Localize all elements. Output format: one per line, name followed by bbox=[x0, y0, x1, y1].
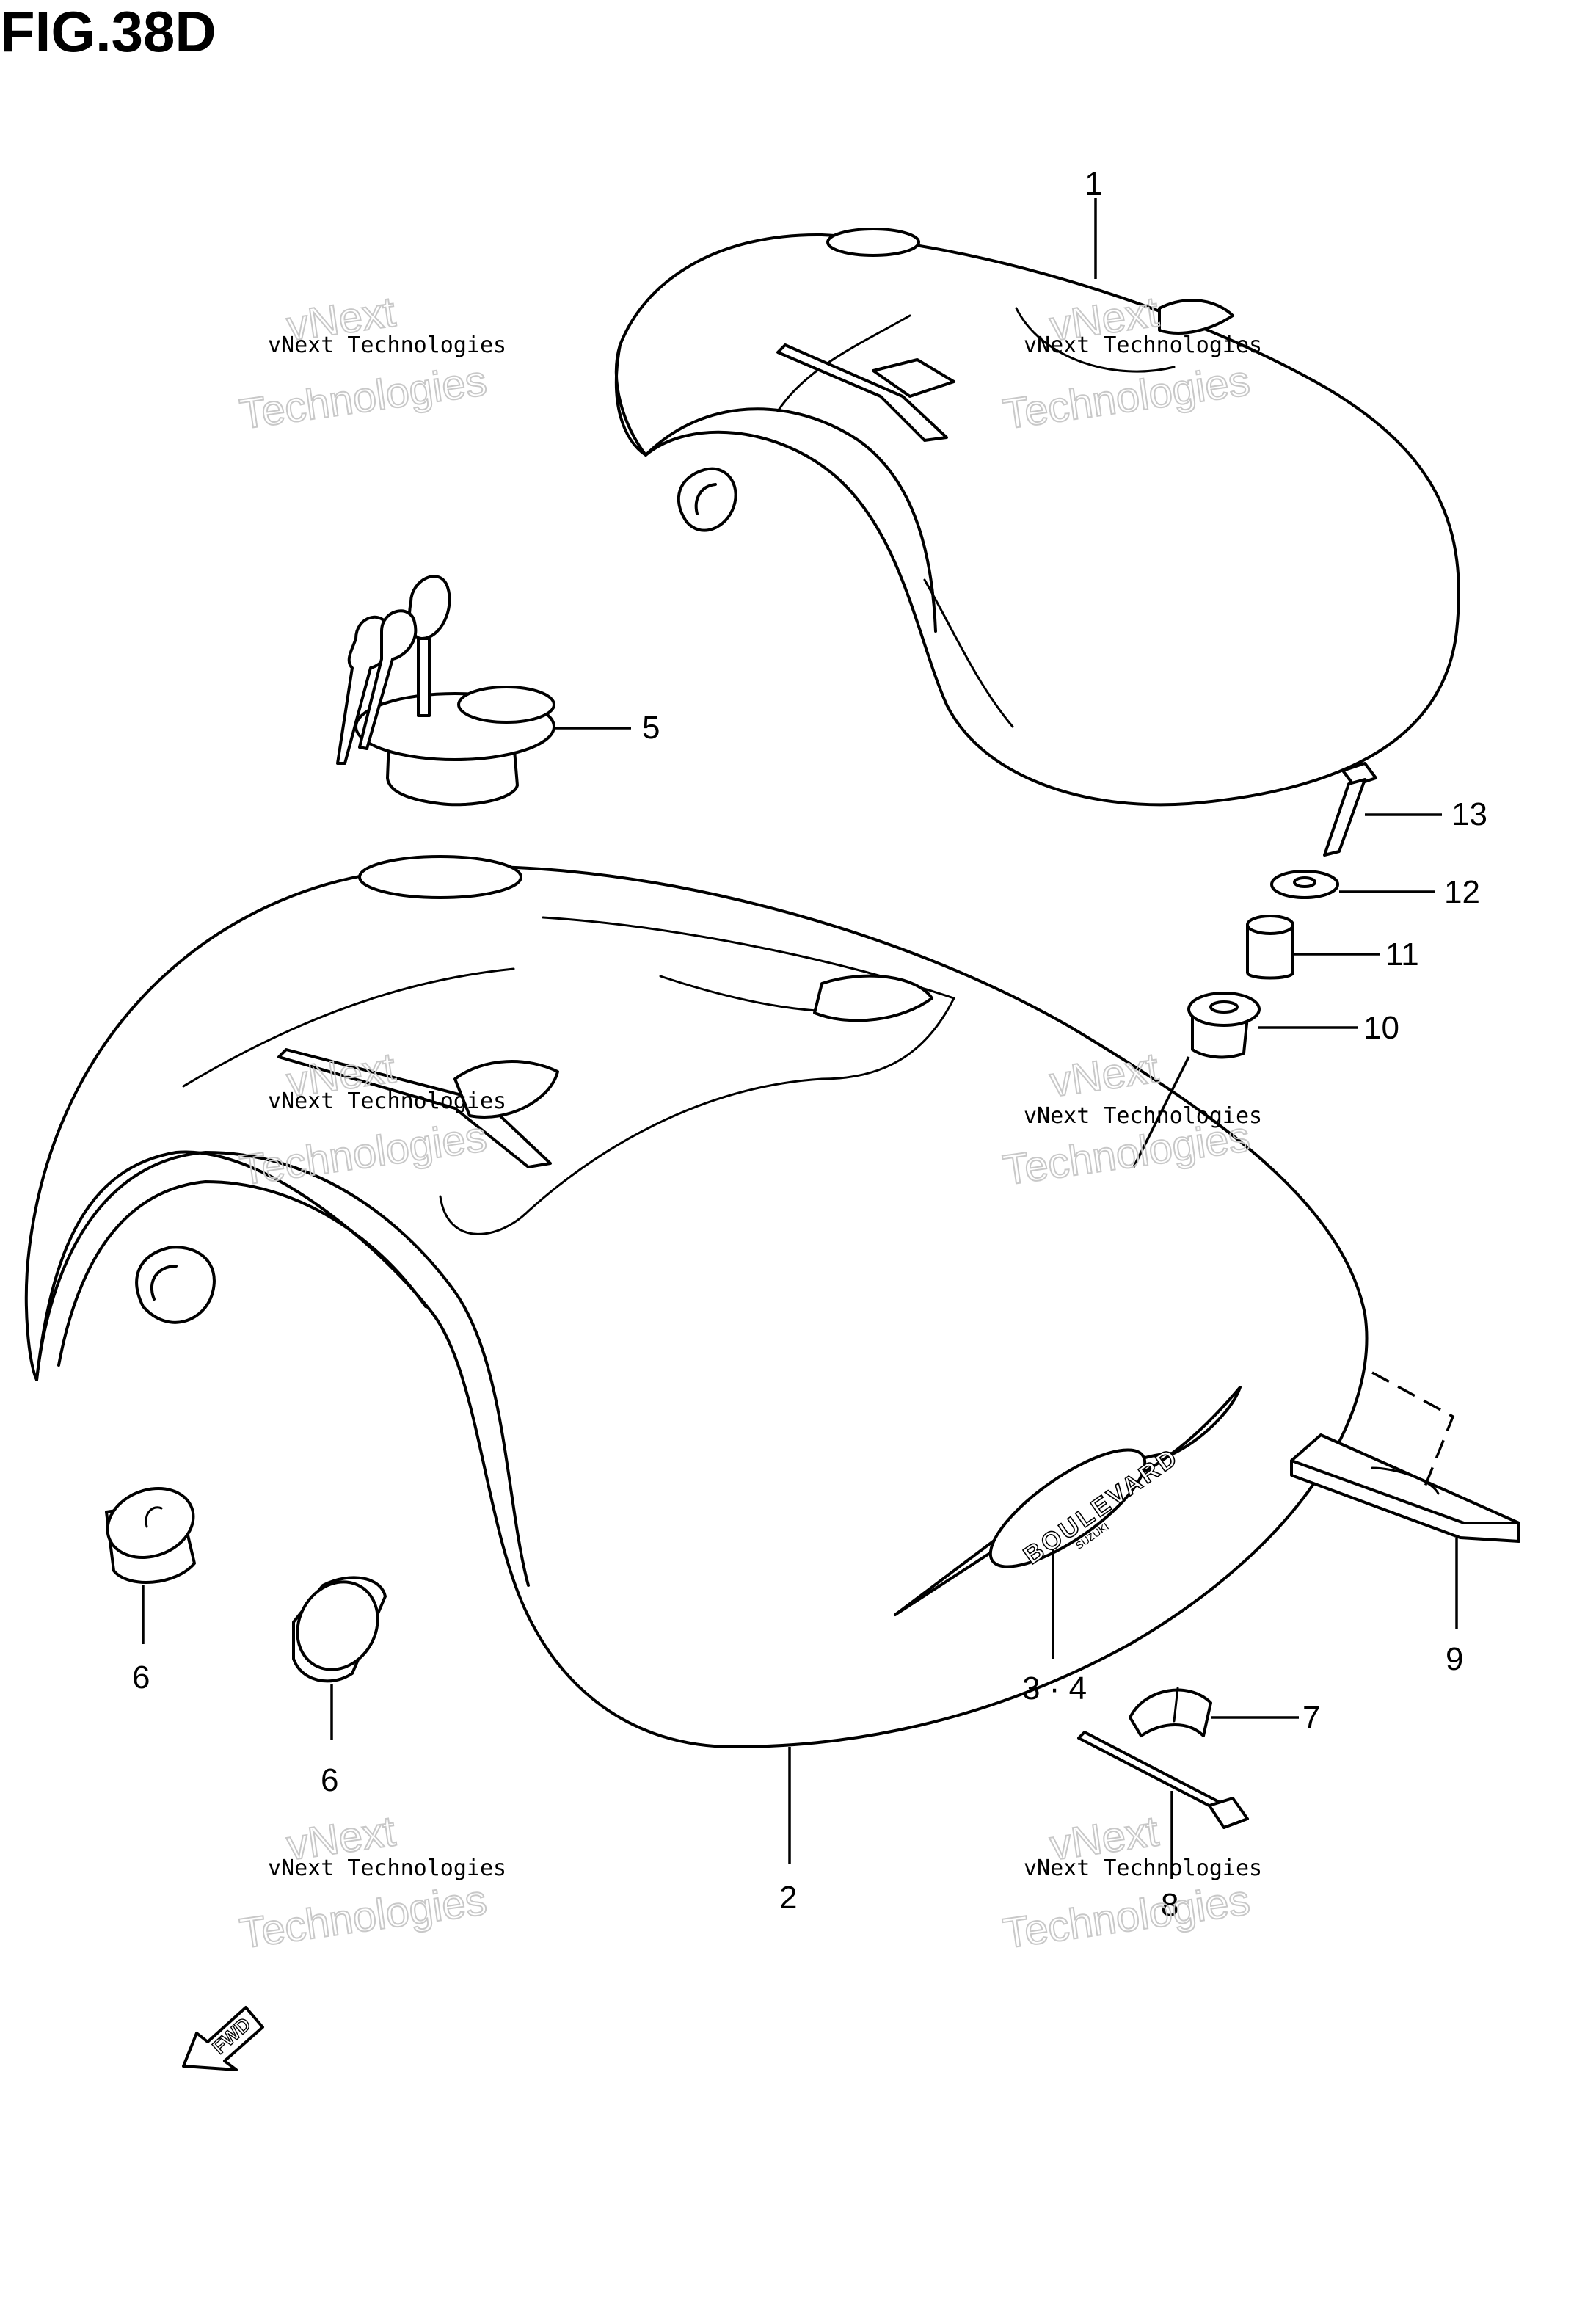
figure-title: FIG.38D bbox=[0, 0, 216, 64]
plug-b: 6 bbox=[292, 1576, 387, 1798]
svg-text:vNext Technologies: vNext Technologies bbox=[268, 332, 506, 358]
callout-7: 7 bbox=[1302, 1700, 1320, 1736]
collar: 11 bbox=[1246, 915, 1419, 980]
plug-a: 6 bbox=[105, 1486, 196, 1695]
watermark-bottom-left: vNext Technologies vNext Technologies bbox=[236, 1806, 506, 1958]
callout-2: 2 bbox=[779, 1880, 797, 1916]
callout-5: 5 bbox=[642, 710, 660, 746]
svg-text:Technologies: Technologies bbox=[237, 1876, 489, 1957]
rubber-pad: 9 bbox=[1290, 1371, 1520, 1677]
grommet: 10 bbox=[1132, 992, 1399, 1168]
watermark-bottom-right: vNext Technologies vNext Technologies bbox=[999, 1806, 1262, 1958]
bolt: 13 bbox=[1323, 762, 1487, 857]
svg-text:vNext Technologies: vNext Technologies bbox=[1024, 1103, 1262, 1129]
forward-direction-arrow: FWD bbox=[182, 2006, 264, 2071]
svg-text:vNext Technologies: vNext Technologies bbox=[1024, 1855, 1262, 1881]
callout-6b: 6 bbox=[321, 1762, 338, 1798]
svg-text:Technologies: Technologies bbox=[237, 357, 489, 438]
clamp: 7 bbox=[1129, 1687, 1320, 1737]
washer: 12 bbox=[1270, 870, 1480, 910]
watermark-top-left: vNext Technologies vNext Technologies bbox=[236, 287, 506, 439]
fuel-cap-with-keys: 5 bbox=[336, 575, 660, 807]
callout-3-4: 3 · 4 bbox=[1022, 1671, 1087, 1706]
fuel-tank-lower: BOULEVARD SUZUKI 2 3 · 4 bbox=[24, 855, 1369, 1916]
svg-text:vNext Technologies: vNext Technologies bbox=[268, 1855, 506, 1881]
fuel-tank-upper: 1 bbox=[614, 166, 1460, 807]
callout-6a: 6 bbox=[132, 1660, 150, 1695]
callout-9: 9 bbox=[1446, 1641, 1463, 1677]
callout-11: 11 bbox=[1385, 937, 1419, 973]
cable-tie: 8 bbox=[1077, 1731, 1249, 1923]
svg-text:Technologies: Technologies bbox=[1000, 1876, 1253, 1957]
callout-8: 8 bbox=[1161, 1887, 1178, 1923]
svg-text:vNext Technologies: vNext Technologies bbox=[1024, 332, 1262, 358]
callout-12: 12 bbox=[1444, 874, 1480, 910]
callout-1: 1 bbox=[1085, 166, 1102, 202]
callout-13: 13 bbox=[1451, 796, 1487, 832]
callout-10: 10 bbox=[1363, 1010, 1399, 1046]
svg-text:vNext Technologies: vNext Technologies bbox=[268, 1088, 506, 1114]
